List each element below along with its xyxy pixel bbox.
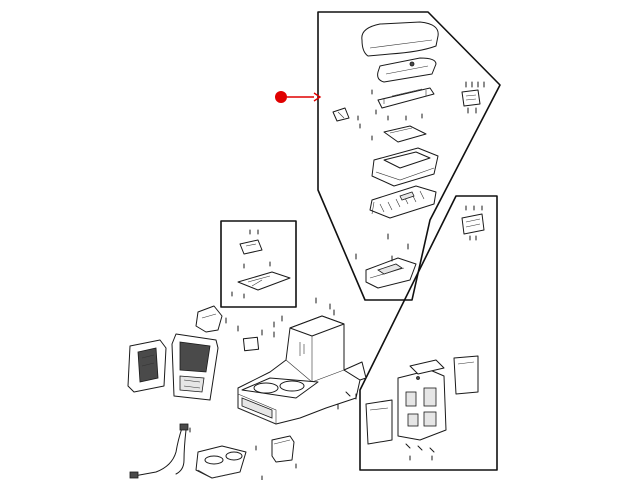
cup-insert[interactable] xyxy=(271,435,295,463)
instrument-bezel-left[interactable] xyxy=(127,339,167,393)
armrest-pad[interactable] xyxy=(383,125,427,143)
latch-clip[interactable] xyxy=(332,107,350,122)
lid-lower-shell[interactable] xyxy=(377,57,437,83)
armrest-lid[interactable] xyxy=(361,21,439,57)
bracket-fasteners xyxy=(231,229,271,299)
armrest-group-outline xyxy=(317,11,501,301)
bottom-fasteners xyxy=(189,427,297,480)
shifter-boot-bracket[interactable] xyxy=(195,305,223,333)
rear-bezel[interactable] xyxy=(397,359,447,441)
shifter-small-bracket[interactable] xyxy=(239,239,263,255)
lower-cupholder-insert[interactable] xyxy=(195,445,247,479)
small-square-cover[interactable] xyxy=(242,336,260,352)
bin-base[interactable] xyxy=(369,185,437,219)
console-lower-tray[interactable] xyxy=(365,257,417,289)
hinge-bracket[interactable] xyxy=(377,87,435,109)
center-console-housing[interactable] xyxy=(237,315,367,425)
callout-marker[interactable] xyxy=(275,91,322,103)
rear-panel-bracket[interactable] xyxy=(461,213,485,235)
instrument-bezel-right[interactable] xyxy=(171,333,219,401)
shifter-base-plate[interactable] xyxy=(237,271,291,291)
storage-bin[interactable] xyxy=(371,147,439,187)
rear-panel-fasteners xyxy=(405,443,435,461)
rear-fasteners xyxy=(465,205,483,241)
rear-panel-group-outline xyxy=(359,195,498,471)
shifter-bracket-group-outline xyxy=(220,220,297,308)
right-side-pad[interactable] xyxy=(453,355,479,395)
wiring-harness[interactable] xyxy=(129,423,189,479)
left-side-pad[interactable] xyxy=(365,399,393,445)
upper-fasteners xyxy=(355,81,485,262)
console-screws xyxy=(225,297,357,410)
side-latch-bracket[interactable] xyxy=(461,89,481,107)
